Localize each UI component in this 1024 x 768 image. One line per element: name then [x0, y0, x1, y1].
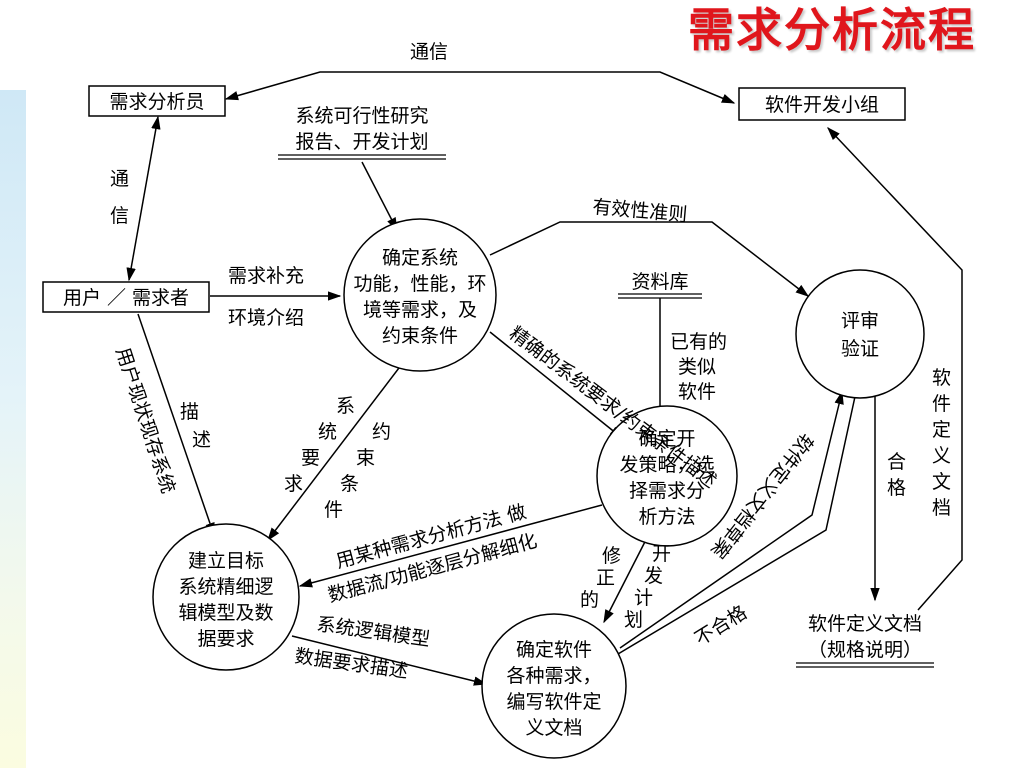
node-user: 用户 ／ 需求者 [42, 281, 210, 313]
label-plan-2: 发 [644, 565, 663, 587]
node-spec-doc-line2: （规格说明） [808, 639, 922, 661]
node-spec-doc-line1: 软件定义文档 [808, 613, 922, 635]
node-database-label: 资料库 [631, 271, 688, 293]
precise-req-arrow [489, 331, 624, 439]
node-logic-model-line1: 建立目标 [188, 550, 264, 572]
node-write-spec: 确定软件 各种需求， 编写软件定 义文档 [481, 613, 627, 759]
node-logic-model-line3: 辑模型及数 [178, 602, 273, 624]
label-env-intro: 环境介绍 [228, 307, 304, 329]
label-revised-3: 的 [580, 589, 599, 611]
label-sys-req-4: 求 [284, 473, 303, 495]
node-dev-strategy-line1: 确定开 [638, 428, 695, 450]
label-plan-3: 计 [634, 587, 653, 609]
node-dev-team: 软件开发小组 [738, 87, 906, 121]
node-database: 资料库 [618, 271, 702, 299]
label-pass-2: 格 [887, 477, 906, 499]
decorative-side-bar [0, 90, 26, 768]
label-req-supplement: 需求补充 [228, 265, 304, 287]
node-logic-model-line2: 系统精细逻 [178, 576, 273, 598]
node-write-spec-line2: 各种需求， [506, 665, 601, 687]
node-user-label: 用户 ／ 需求者 [63, 287, 189, 309]
label-comm-left-1: 通 [110, 168, 129, 190]
label-spec-v-3: 定 [932, 419, 951, 441]
node-review-verify-line2: 验证 [841, 338, 879, 360]
comm-top-arrow [224, 71, 736, 104]
node-determine-requirements-line3: 境等需求，及 [363, 299, 477, 321]
label-sys-req-1: 系 [336, 395, 355, 417]
fail-arrow [606, 391, 857, 661]
label-constraints-4: 件 [324, 499, 343, 521]
node-dev-strategy: 确定开 发策略，选 择需求分 析方法 [596, 405, 738, 547]
spec-to-team-arrow [827, 127, 963, 611]
label-comm-left-2: 信 [110, 205, 129, 227]
node-logic-model-line4: 据要求 [197, 628, 254, 650]
node-feasibility-line2: 报告、开发计划 [295, 131, 428, 153]
method-arrow [298, 504, 603, 588]
node-spec-doc: 软件定义文档 （规格说明） [796, 613, 934, 668]
label-sys-req-2: 统 [318, 421, 337, 443]
node-review-verify-line1: 评审 [841, 310, 879, 332]
node-write-spec-line4: 义文档 [525, 717, 582, 739]
label-fail: 不合格 [691, 601, 751, 650]
node-feasibility-line1: 系统可行性研究 [295, 105, 428, 127]
node-write-spec-line3: 编写软件定 [506, 691, 601, 713]
node-dev-team-label: 软件开发小组 [765, 94, 879, 116]
label-plan-4: 划 [624, 609, 643, 631]
node-dev-strategy-line2: 发策略，选 [619, 454, 714, 476]
node-feasibility: 系统可行性研究 报告、开发计划 [278, 105, 446, 160]
label-existing-2: 类似 [678, 356, 716, 378]
label-spec-v-5: 文 [932, 471, 951, 493]
label-constraints-1: 约 [372, 421, 391, 443]
node-determine-requirements-line2: 功能，性能，环 [353, 273, 486, 295]
draft-arrow [619, 390, 844, 649]
label-spec-v-2: 件 [932, 393, 951, 415]
node-determine-requirements: 确定系统 功能，性能，环 境等需求，及 约束条件 [343, 218, 497, 372]
sys-req-arrow [267, 363, 403, 542]
label-sys-req-3: 要 [301, 447, 320, 469]
node-review-verify: 评审 验证 [795, 269, 925, 399]
label-describe-1: 描 [180, 401, 199, 423]
user-status-arrow [137, 313, 215, 537]
label-constraints-2: 束 [356, 447, 375, 469]
node-write-spec-line1: 确定软件 [516, 639, 592, 661]
node-determine-requirements-line1: 确定系统 [382, 247, 458, 269]
node-analyst-label: 需求分析员 [109, 91, 204, 113]
validity-arrow [489, 221, 810, 297]
label-spec-v-1: 软 [932, 367, 951, 389]
logic-model-arrow [291, 635, 488, 686]
label-user-status: 用户现状现存系统 [111, 345, 179, 496]
label-logic-model: 系统逻辑模型 [315, 613, 431, 651]
node-determine-requirements-line4: 约束条件 [382, 325, 458, 347]
page-title: 需求分析流程 [688, 3, 976, 57]
label-spec-v-4: 义 [932, 445, 951, 467]
label-revised-2: 正 [596, 567, 615, 589]
label-pass-1: 合 [887, 451, 906, 473]
comm-left-arrow [126, 115, 161, 282]
feasibility-arrow [361, 161, 398, 232]
label-existing-3: 软件 [678, 381, 716, 403]
node-dev-strategy-line3: 择需求分 [629, 480, 705, 502]
label-constraints-3: 条 [340, 473, 359, 495]
label-existing-1: 已有的 [670, 331, 727, 353]
node-logic-model: 建立目标 系统精细逻 辑模型及数 据要求 [152, 523, 300, 671]
node-analyst: 需求分析员 [88, 85, 226, 117]
plan-arrow [603, 527, 653, 624]
label-plan-1: 开 [652, 543, 671, 565]
label-revised-1: 修 [602, 545, 621, 567]
label-comm-top: 通信 [410, 41, 448, 63]
node-dev-strategy-line4: 析方法 [638, 506, 695, 528]
label-describe-2: 述 [192, 429, 211, 451]
label-spec-v-6: 档 [932, 497, 951, 519]
